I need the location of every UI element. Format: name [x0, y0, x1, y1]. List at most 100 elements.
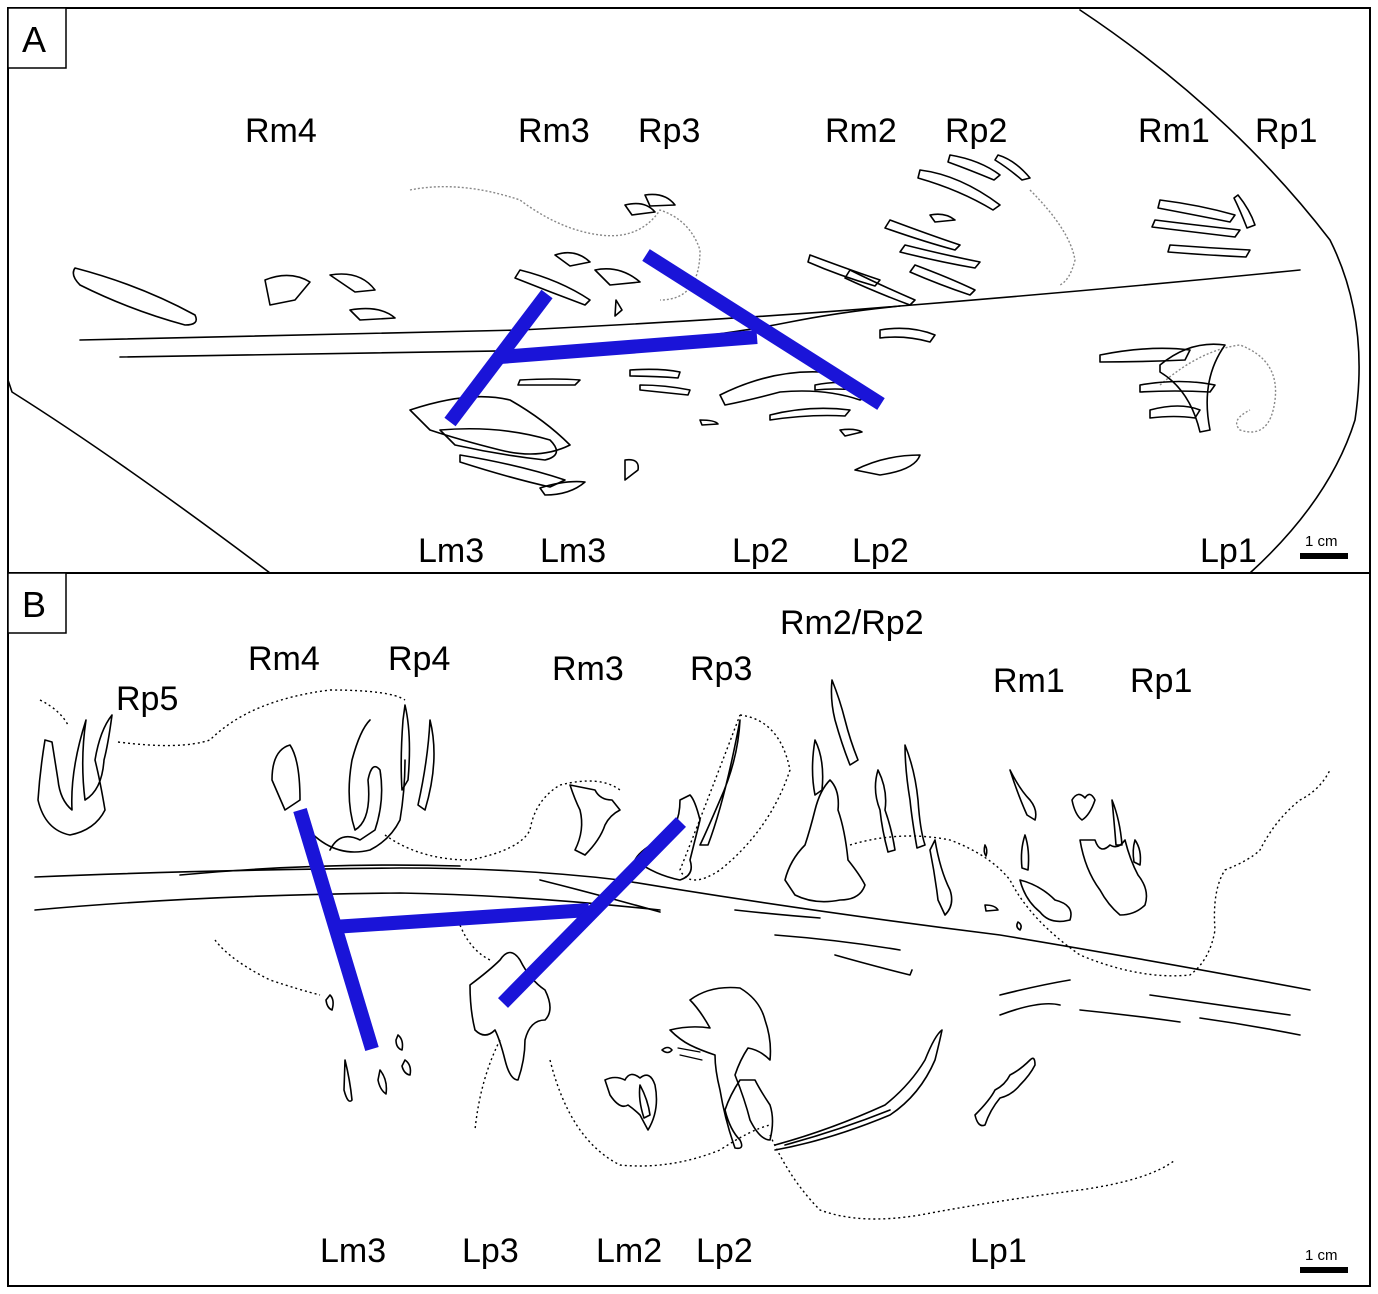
trace-lp2-b: [769, 407, 851, 421]
sediment-outline-a3: [1159, 344, 1277, 433]
crack-line-b9: [999, 1002, 1061, 1016]
label-a-rm1: Rm1: [1138, 112, 1210, 150]
sediment-outline-b2: [117, 689, 406, 747]
trace-lp1-b3: [974, 1057, 1036, 1127]
trace-rp1-b1: [1071, 793, 1096, 821]
label-a-lp1: Lp1: [1200, 532, 1257, 570]
trace-rp5: [37, 714, 113, 836]
panel-b-frame: [7, 572, 1371, 1287]
label-a-rm4: Rm4: [245, 112, 317, 150]
trace-lm3-b4: [395, 1034, 404, 1051]
trace-rm1-b1: [1009, 769, 1037, 821]
crack-line-b10: [1079, 1009, 1181, 1023]
trace-rp4-c: [400, 704, 411, 791]
trace-lp1-b: [1139, 380, 1216, 393]
trace-rm1-b2: [1020, 834, 1030, 871]
sediment-outline-b1: [39, 699, 69, 726]
trace-lm3-d: [517, 378, 581, 386]
scale-bar-b: [1300, 1267, 1348, 1273]
sediment-outline-b4: [679, 714, 791, 881]
trackway-line-a-mid: [499, 330, 758, 364]
crack-line-b5: [734, 909, 821, 919]
label-b-rp5: Rp5: [116, 680, 178, 718]
trackway-line-b-mid: [332, 903, 590, 934]
sediment-outline-b6: [214, 939, 321, 996]
trace-lp2-b1: [669, 986, 774, 1150]
scale-bar-a: [1300, 553, 1348, 559]
trace-lm3-b2: [343, 1059, 353, 1103]
trace-rp2-a: [917, 169, 1001, 211]
trace-lm3-f: [624, 458, 640, 481]
sediment-outline-a1: [409, 185, 701, 301]
panel-b-letter: B: [22, 584, 46, 625]
trace-rp4-a: [329, 719, 383, 851]
sediment-outline-b9: [769, 1134, 1176, 1220]
panel-a-letter: A: [22, 19, 46, 60]
trace-lm3-e: [539, 480, 586, 496]
trace-rm1-b4: [983, 844, 988, 857]
trace-rm1-c: [1167, 244, 1251, 258]
trace-rm3-b: [554, 251, 591, 267]
trace-rm2-b3: [874, 769, 896, 853]
crack-line-b6: [774, 934, 901, 951]
panel-a: A: [7, 7, 1371, 574]
scale-label-a: 1 cm: [1305, 533, 1338, 550]
trace-rm1-a: [1157, 199, 1236, 223]
trackway-line-b-right: [498, 817, 686, 1008]
trace-rm2-b2: [830, 679, 859, 766]
trace-rm1-b5: [1016, 921, 1022, 931]
label-b-rm4: Rm4: [248, 640, 320, 678]
trace-rp2-b: [947, 154, 1001, 181]
scale-label-b: 1 cm: [1305, 1247, 1338, 1264]
trace-lm3-b3: [377, 1069, 388, 1095]
sediment-outline-b7: [459, 924, 491, 961]
trace-lm2: [604, 1073, 658, 1131]
trace-lp1-d: [1159, 343, 1226, 433]
label-a-rm2: Rm2: [825, 112, 897, 150]
trace-rp2-c: [994, 154, 1031, 181]
trackway-line-a-left: [444, 289, 553, 427]
label-a-rm3: Rm3: [518, 112, 590, 150]
trace-rm1-b6: [984, 904, 999, 912]
label-a-rp3: Rp3: [638, 112, 700, 150]
trace-rm2-e: [909, 264, 976, 296]
crack-line-b7: [834, 954, 913, 976]
trace-rm2-b: [844, 269, 916, 306]
trace-rp1-a: [1233, 194, 1256, 229]
trace-rm4-b: [329, 273, 376, 293]
trace-rp1-b4: [1132, 839, 1142, 866]
panel-b: B: [7, 572, 1371, 1287]
trace-lp2-d: [854, 454, 921, 476]
trace-rm2-b1: [784, 779, 866, 903]
trace-lm3-g: [629, 368, 681, 379]
trace-rm4-heel: [72, 267, 198, 326]
trace-lm3-c: [459, 454, 566, 488]
sediment-outline-b3: [384, 780, 621, 861]
label-b-lp1: Lp1: [970, 1232, 1027, 1270]
trace-rm2-d: [899, 244, 981, 269]
trace-rp4-d: [417, 719, 435, 811]
panel-a-letter-box: [7, 7, 67, 69]
trace-lp1-b2: [784, 1109, 891, 1146]
trace-lp1-a: [1099, 347, 1191, 363]
sediment-outline-b8: [549, 1059, 771, 1167]
trace-rp2-b1: [904, 744, 926, 849]
trace-lp2-b3: [677, 1047, 703, 1061]
sediment-outline-b10: [474, 1039, 501, 1131]
trace-lp1-c: [1149, 405, 1201, 419]
trace-rm3-b: [569, 784, 621, 856]
trace-rp1-b3: [1111, 799, 1123, 846]
label-b-rm2-rp2: Rm2/Rp2: [780, 604, 924, 642]
crack-line-b11: [1199, 1017, 1301, 1036]
label-b-lp3: Lp3: [462, 1232, 519, 1270]
trace-rp3-b2: [699, 719, 741, 846]
trace-lm3-h: [639, 384, 691, 396]
trace-rm1-b3: [1019, 879, 1072, 923]
label-a-lm3-2: Lm3: [540, 532, 606, 570]
label-b-lp2: Lp2: [696, 1232, 753, 1270]
trace-rp1-b2: [1079, 839, 1148, 916]
trace-lm3-a: [409, 395, 571, 455]
trace-rp4-b: [299, 759, 406, 853]
